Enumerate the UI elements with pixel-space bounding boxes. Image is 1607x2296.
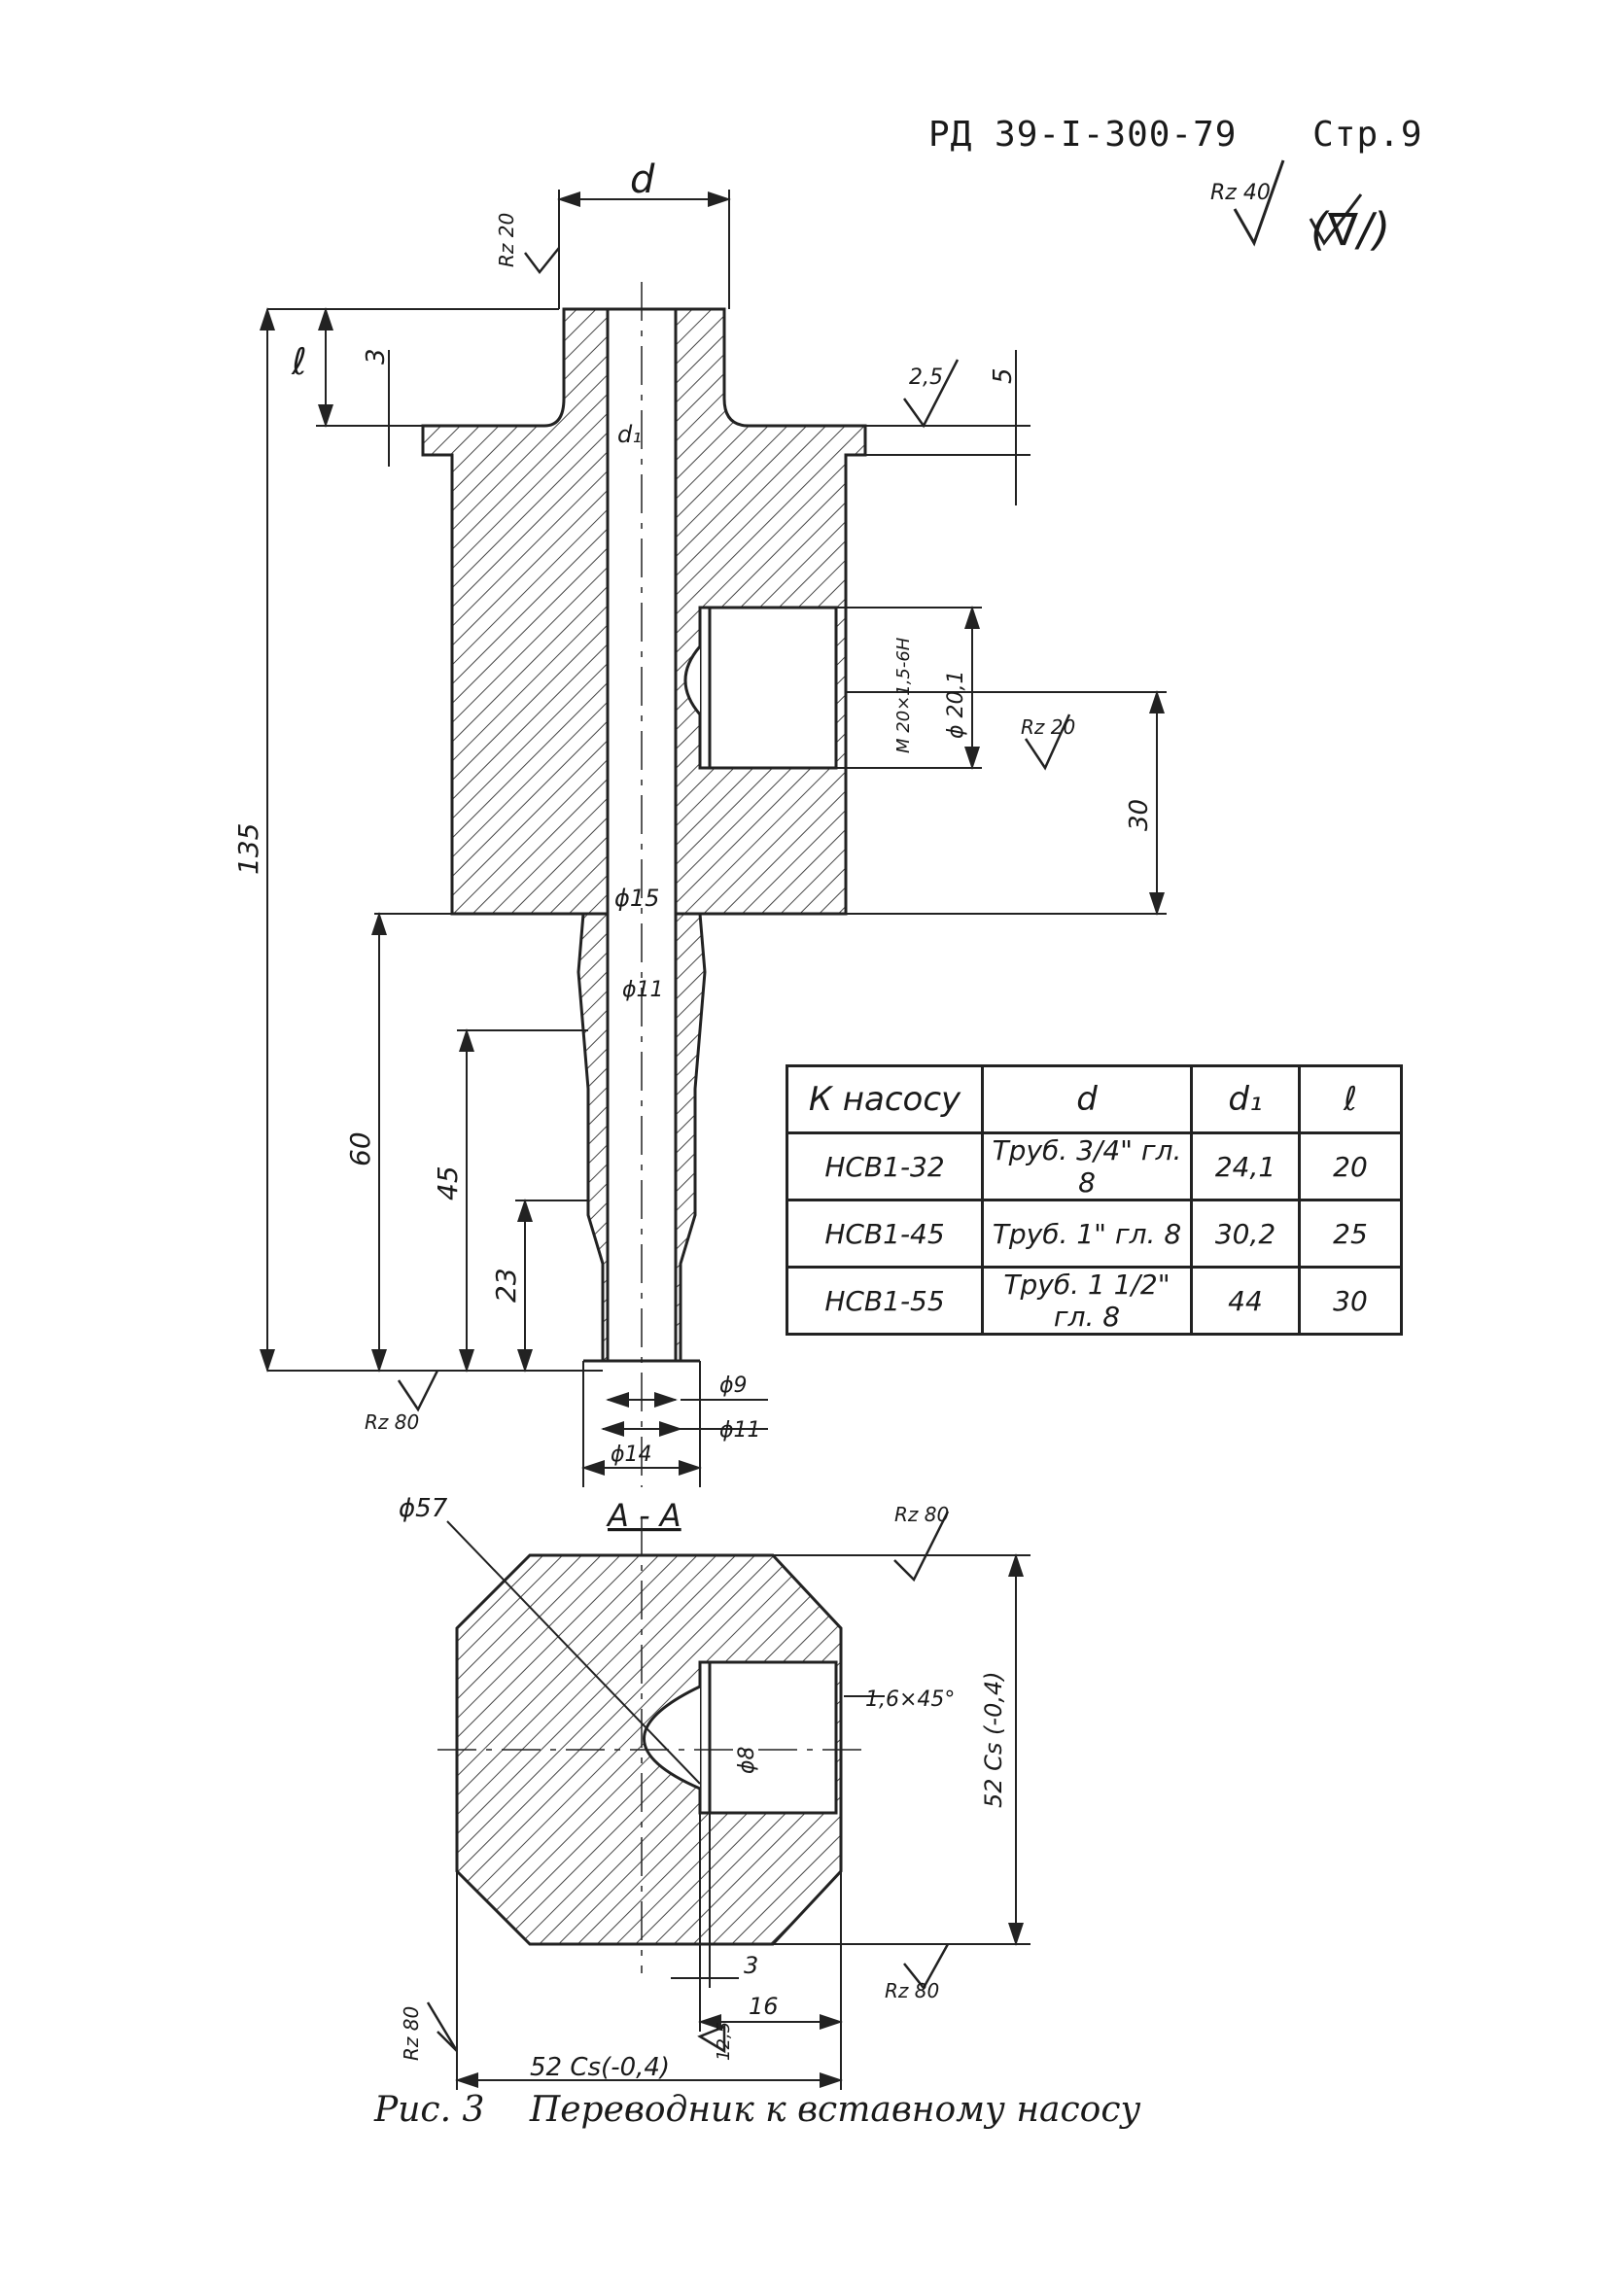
dim-phi9: ϕ9 (719, 1374, 748, 1398)
roughness-section-left: Rz 80 (400, 2006, 423, 2061)
roughness-top-face: Rz 20 (495, 213, 518, 267)
dim-bore-diameter: ϕ 20,1 (944, 671, 968, 740)
dim-phi15: ϕ15 (614, 885, 659, 912)
cell-pump: НСВ1-45 (786, 1199, 984, 1269)
dim-width-right: 52 Cs (-0,4) (980, 1671, 1007, 1808)
part-longitudinal-section (421, 282, 867, 1487)
col-pump: К насосу (786, 1064, 984, 1134)
cell-d1: 24,1 (1190, 1131, 1301, 1201)
dim-width-bottom: 52 Cs(-0,4) (530, 2053, 670, 2082)
dim-16: 16 (749, 1993, 779, 2020)
roughness-thread-bore: Rz 20 (1021, 715, 1075, 739)
dim-phi14: ϕ14 (611, 1443, 652, 1467)
cell-d1: 44 (1190, 1266, 1301, 1336)
cell-l: 25 (1298, 1199, 1403, 1269)
roughness-marks-main (397, 247, 1071, 1412)
dim-thread: M 20×1,5-6H (893, 637, 914, 753)
cell-l: 30 (1298, 1266, 1403, 1336)
roughness-section-bottom: 12,5 (714, 2022, 734, 2061)
dim-phi8: ϕ8 (735, 1746, 759, 1774)
doc-code: РД 39-I-300-79 (928, 115, 1238, 155)
dim-chamfer: 1,6×45° (865, 1687, 955, 1712)
cell-d: Труб. 3/4" гл. 8 (981, 1131, 1193, 1201)
table-row: НСВ1-32 Труб. 3/4" гл. 8 24,1 20 (786, 1131, 1403, 1201)
dim-23: 23 (490, 1268, 522, 1303)
col-d: d (981, 1064, 1193, 1134)
cell-d1: 30,2 (1190, 1199, 1301, 1269)
dim-d: d (630, 157, 655, 202)
dim-l: ℓ (291, 340, 307, 383)
dimension-lines-section (446, 1520, 1031, 2090)
section-label: А - А (606, 1497, 681, 1534)
general-roughness-note: (∇/) (1310, 203, 1390, 256)
dim-thread-height: 30 (1125, 799, 1154, 831)
dim-phi11: ϕ11 (719, 1418, 761, 1443)
figure-number: Рис. 3 (374, 2090, 485, 2130)
dim-60: 60 (344, 1131, 376, 1166)
dim-total-length: 135 (232, 823, 264, 875)
cell-d: Труб. 1 1/2" гл. 8 (981, 1266, 1193, 1336)
col-d1: d₁ (1190, 1064, 1301, 1134)
dim-phi11-taper: ϕ11 (622, 978, 664, 1002)
document-header: РД 39-I-300-79 Стр.9 (928, 115, 1423, 155)
general-roughness-symbol (1233, 159, 1363, 247)
roughness-section-right: Rz 80 (885, 1979, 939, 2002)
dim-top-step: 3 (362, 348, 391, 365)
figure-caption: Рис. 3 Переводник к вставному насосу (374, 2090, 1140, 2130)
figure-title: Переводник к вставному насосу (529, 2090, 1141, 2130)
cell-l: 20 (1298, 1131, 1403, 1201)
dim-d1: d₁ (617, 421, 642, 448)
dim-phi57: ϕ57 (399, 1494, 448, 1523)
roughness-section-top: Rz 80 (894, 1503, 949, 1526)
dim-flange-thickness: 5 (989, 367, 1018, 384)
dimension-lines-main (260, 190, 1167, 1487)
cell-pump: НСВ1-55 (786, 1266, 984, 1336)
dim-45: 45 (432, 1165, 464, 1200)
roughness-marks-section (426, 1511, 950, 2054)
page-number: Стр.9 (1312, 115, 1423, 155)
col-l: ℓ (1298, 1064, 1403, 1134)
dim-3: 3 (744, 1952, 758, 1979)
specification-table: К насосу d d₁ ℓ НСВ1-32 Труб. 3/4" гл. 8… (786, 1064, 1403, 1336)
general-roughness-label: Rz 40 (1210, 181, 1271, 205)
cell-d: Труб. 1" гл. 8 (981, 1199, 1193, 1269)
table-header-row: К насосу d d₁ ℓ (786, 1064, 1403, 1134)
table-row: НСВ1-55 Труб. 1 1/2" гл. 8 44 30 (786, 1266, 1403, 1336)
roughness-bottom-face: Rz 80 (365, 1410, 419, 1434)
roughness-flange: 2,5 (909, 365, 943, 390)
cell-pump: НСВ1-32 (786, 1131, 984, 1201)
section-a-a (437, 1516, 865, 1973)
table-row: НСВ1-45 Труб. 1" гл. 8 30,2 25 (786, 1199, 1403, 1269)
